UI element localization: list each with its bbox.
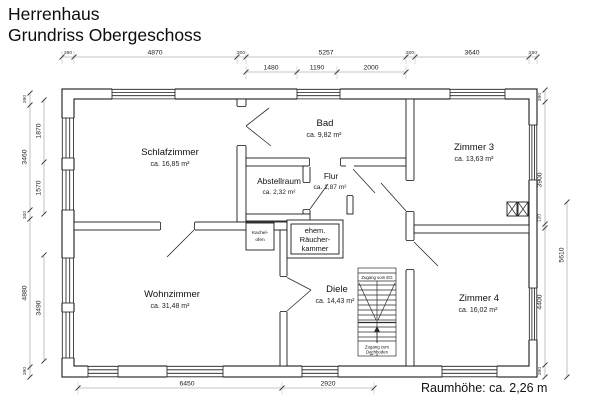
window-bad-top [296, 88, 341, 100]
dim-top-300a: 300 [237, 50, 245, 56]
dim-top-5257: 5257 [318, 50, 333, 57]
room-labels: Schlafzimmer ca. 16,85 m² Bad ca. 9,82 m… [141, 118, 499, 314]
dim-bottom-2920: 2920 [320, 381, 335, 388]
dim-left-390a: 390 [22, 95, 28, 103]
dim-top-390: 390 [64, 50, 72, 56]
wall-abstellraum-diele [245, 213, 311, 222]
dim-right-4400: 4400 [537, 294, 544, 309]
room-label-abstellraum: Abstellraum [257, 176, 301, 186]
window-zimmer3-right [528, 124, 538, 181]
dim-left-1870: 1870 [36, 123, 43, 138]
window-wohnzimmer-bottom-1 [87, 365, 119, 378]
dim-top-4870: 4870 [147, 50, 162, 57]
room-area-schlafzimmer: ca. 16,85 m² [151, 161, 191, 168]
window-schlafzimmer-left-1 [61, 117, 75, 159]
dim-right-5610: 5610 [559, 247, 566, 262]
stairs-to-attic-label-line1: Zugang zum [365, 345, 389, 350]
dim-top-3640: 3640 [464, 50, 479, 57]
dim-right-120: 120 [537, 214, 543, 222]
window-zimmer3-top [449, 88, 506, 100]
dim-left-3490: 3490 [36, 300, 43, 315]
door-openings [160, 106, 439, 312]
dim-top-300b: 300 [406, 50, 414, 56]
window-wohnzimmer-left-1 [61, 257, 75, 304]
kachelofen: Kachel- ofen [245, 222, 275, 251]
room-area-diele: ca. 14,43 m² [316, 298, 356, 305]
dimension-lines-left: 390 3460 300 4880 390 1870 1570 3490 [22, 90, 47, 380]
drawing-title-line2: Grundriss Obergeschoss [8, 25, 202, 45]
raeucherkammer: ehem. Räucher- kammer [286, 219, 344, 259]
room-area-zimmer4: ca. 16,02 m² [459, 307, 499, 314]
dim-left-390b: 390 [22, 367, 28, 375]
room-area-flur: ca. 1,87 m² [314, 184, 348, 191]
dim-left-3460: 3460 [22, 149, 29, 164]
dim-top2-1190: 1190 [310, 65, 325, 72]
room-label-wohnzimmer: Wohnzimmer [144, 289, 200, 300]
window-schlafzimmer-top [111, 88, 176, 100]
window-zimmer4-bottom [441, 365, 498, 378]
wall-middle-rightrooms [405, 98, 415, 367]
dim-left-300: 300 [22, 211, 28, 219]
window-wohnzimmer-left-2 [61, 311, 75, 359]
dim-right-3900: 3900 [537, 172, 544, 187]
raeucherkammer-label-line2: Räucher- [300, 235, 331, 244]
kachelofen-label-line1: Kachel- [252, 230, 269, 236]
room-area-abstellraum: ca. 2,32 m² [263, 189, 297, 196]
room-label-bad: Bad [317, 118, 334, 129]
room-label-diele: Diele [326, 284, 348, 295]
wall-zimmer3-zimmer4 [413, 224, 530, 234]
dimension-lines-right: 390 3900 120 4400 390 5610 [537, 87, 570, 380]
dim-bottom-6450: 6450 [179, 381, 194, 388]
dim-top2-1480: 1480 [263, 65, 278, 72]
stairs-to-attic-label-line2: Dachboden [366, 350, 389, 355]
staircase: Zugang vom EG Zugang zum Dachboden [357, 267, 397, 357]
room-height-note: Raumhöhe: ca. 2,26 m [421, 381, 547, 395]
raeucherkammer-label-line3: kammer [302, 244, 329, 253]
kachelofen-label-line2: ofen [255, 237, 265, 243]
dim-right-390a: 390 [537, 93, 543, 101]
dimension-lines-bottom: 6450 2920 [75, 381, 377, 394]
dim-left-1570: 1570 [36, 180, 43, 195]
dim-top2-2000: 2000 [363, 65, 378, 72]
dim-top-260: 260 [529, 50, 537, 56]
windows [61, 88, 538, 378]
room-label-zimmer4: Zimmer 4 [459, 293, 499, 304]
room-area-bad: ca. 9,82 m² [306, 132, 342, 139]
dim-left-4880: 4880 [22, 285, 29, 300]
stairs-from-eg-label: Zugang vom EG [361, 275, 393, 280]
room-area-zimmer3: ca. 13,63 m² [455, 156, 495, 163]
stairs-direction-arrow [374, 326, 380, 332]
window-wohnzimmer-bottom-2 [166, 365, 224, 378]
drawing-title-line1: Herrenhaus [8, 4, 100, 24]
raeucherkammer-label-line1: ehem. [305, 226, 326, 235]
room-label-schlafzimmer: Schlafzimmer [141, 147, 199, 158]
room-label-zimmer3: Zimmer 3 [454, 142, 494, 153]
dim-right-390b: 390 [537, 367, 543, 375]
room-label-flur: Flur [324, 171, 339, 181]
window-zimmer4-right [528, 287, 538, 341]
room-area-wohnzimmer: ca. 31,48 m² [151, 303, 191, 310]
window-diele-bottom [301, 365, 339, 378]
window-schlafzimmer-left-2 [61, 169, 75, 211]
dimension-lines-top: 390 4870 300 5257 300 3640 260 1480 1190… [59, 50, 540, 79]
chimney-zimmer3 [506, 201, 529, 217]
